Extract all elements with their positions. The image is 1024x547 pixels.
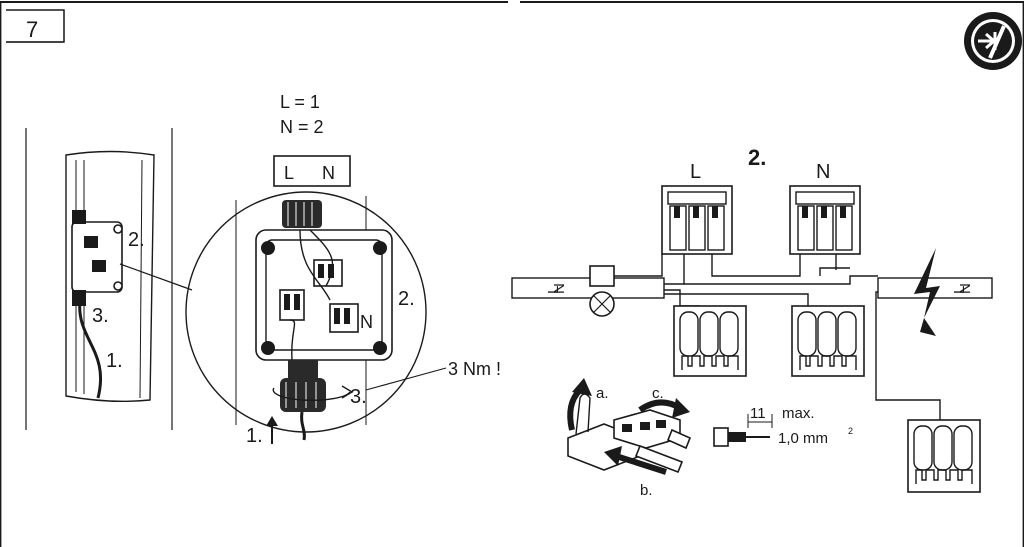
step-number-box: 7	[6, 9, 65, 43]
terminal-block-lower-left	[673, 305, 747, 377]
pinout-legend: L = 1 N = 2 L N	[273, 92, 351, 187]
pinout-n: N	[322, 163, 335, 183]
terminal-n-label: N	[816, 161, 830, 183]
wiring-schematic: 2. L N L N	[511, 145, 993, 493]
wiring-step-2: 2.	[748, 145, 766, 170]
terminal-l-label: L	[690, 161, 701, 183]
detail-step-1: 1.	[246, 425, 263, 447]
terminal-block-lower-mid	[791, 305, 865, 377]
wire-size-sup: 2	[848, 426, 853, 436]
detail-step-3: 3.	[350, 386, 367, 408]
connector-step-c: c.	[652, 385, 664, 402]
connector-instructions: a. c. b. 11 max. 1,0 mm 2	[567, 378, 853, 499]
pole-overview: 2. 3. 1.	[25, 128, 193, 430]
svg-text:N: N	[360, 312, 373, 332]
right-rail-l: L	[951, 286, 968, 294]
junction-box-detail: N 1. 2. 3. 3 Nm !	[185, 191, 501, 447]
pinout-l: L	[284, 163, 294, 183]
terminal-block-n	[789, 185, 861, 255]
terminal-block-l	[661, 185, 733, 255]
strip-length: 11	[750, 405, 766, 422]
step-number: 7	[26, 17, 38, 42]
left-rail-n: N	[551, 283, 568, 294]
pinout-n-eq: N = 2	[280, 117, 324, 137]
overview-step-1: 1.	[106, 350, 123, 372]
connector-step-b: b.	[640, 482, 653, 499]
wire-size: 1,0 mm	[778, 430, 828, 447]
overview-step-2: 2.	[128, 229, 145, 251]
terminal-block-lower-right	[907, 419, 981, 493]
read-manual-icon	[964, 12, 1022, 70]
pinout-l-eq: L = 1	[280, 92, 320, 112]
strip-max: max.	[782, 405, 815, 422]
left-rail-l: L	[545, 286, 562, 294]
torque-label: 3 Nm !	[448, 359, 501, 379]
overview-step-3: 3.	[92, 305, 109, 327]
connector-step-a: a.	[596, 385, 609, 402]
detail-step-2: 2.	[398, 288, 415, 310]
right-rail-n: N	[957, 283, 974, 294]
